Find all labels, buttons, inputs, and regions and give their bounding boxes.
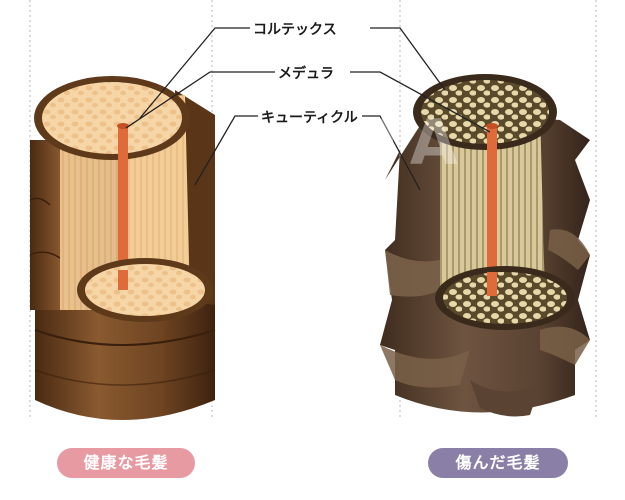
caption-damaged-hair: 傷んだ毛髪 (428, 448, 568, 478)
callout-lines (125, 27, 491, 191)
label-cuticle: キューティクル (261, 110, 358, 126)
watermark: PIXTA (232, 106, 464, 179)
label-cortex: コルテックス (253, 22, 337, 38)
damaged-hair-illustration (380, 74, 590, 417)
label-medulla: メデュラ (278, 66, 334, 82)
healthy-hair-illustration (29, 76, 216, 420)
caption-healthy-hair: 健康な毛髪 (57, 448, 195, 478)
